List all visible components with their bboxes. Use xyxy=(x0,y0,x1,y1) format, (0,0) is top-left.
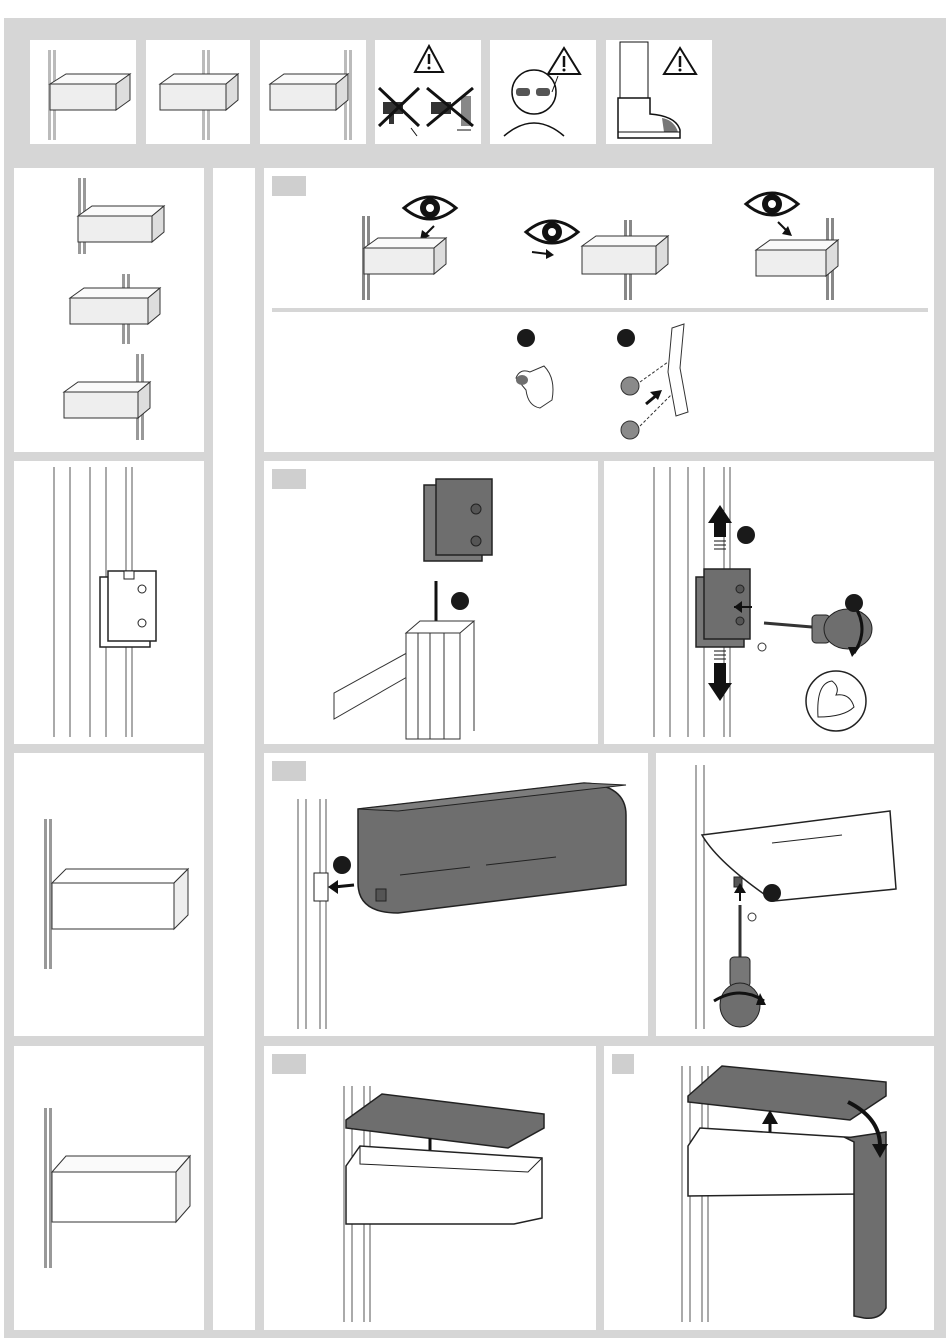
pad-part xyxy=(621,377,639,395)
step-place-lid xyxy=(264,1046,596,1330)
step-hang-box xyxy=(264,753,648,1036)
warning-triangle-icon xyxy=(606,40,712,144)
place-lid-illustration xyxy=(264,1046,596,1330)
closed-box-illustration xyxy=(14,1046,204,1330)
warning-triangle-icon xyxy=(375,40,481,144)
open-lid-illustration xyxy=(604,1046,934,1330)
step-marker-dot xyxy=(517,329,535,347)
step-open-lid xyxy=(604,1046,934,1330)
header-icon-box-right xyxy=(260,40,366,144)
header-icon-box-center xyxy=(146,40,250,144)
step-marker-dot xyxy=(763,884,781,902)
open-box-illustration xyxy=(14,753,204,1036)
step-choose-position xyxy=(264,168,934,452)
step-marker-dot xyxy=(451,592,469,610)
step-marker-dot xyxy=(617,329,635,347)
header-icon-safety-shoes xyxy=(606,40,712,144)
box-icon xyxy=(146,40,250,144)
overview-positions xyxy=(14,168,204,452)
step-screw-box xyxy=(656,753,934,1036)
step-adjust-and-tighten xyxy=(604,461,934,744)
step-marker-dot xyxy=(737,526,755,544)
hang-box-illustration xyxy=(264,753,648,1036)
screw-box-illustration xyxy=(656,753,934,1036)
eye-icon xyxy=(746,193,798,215)
insert-bracket-illustration xyxy=(264,461,598,744)
tighten-bracket-illustration xyxy=(604,461,934,744)
overview-box-hung xyxy=(14,753,204,1036)
pad-part xyxy=(621,421,639,439)
bracket-on-rail-illustration xyxy=(14,461,204,744)
step-insert-bracket xyxy=(264,461,598,744)
warning-triangle-icon xyxy=(490,40,596,144)
box-icon xyxy=(30,40,136,144)
header-icon-box-left xyxy=(30,40,136,144)
box-icon xyxy=(260,40,366,144)
header-icon-safety-glasses xyxy=(490,40,596,144)
step-marker-dot xyxy=(333,856,351,874)
choose-position-illustration xyxy=(264,168,934,452)
eye-icon xyxy=(404,197,456,219)
overview-box-closed xyxy=(14,1046,204,1330)
header-icon-no-drilling xyxy=(375,40,481,144)
overview-boxes-illustration xyxy=(14,168,204,452)
eye-icon xyxy=(526,221,578,243)
overview-bracket xyxy=(14,461,204,744)
spacer-column xyxy=(213,168,255,1330)
step-marker-dot xyxy=(845,594,863,612)
